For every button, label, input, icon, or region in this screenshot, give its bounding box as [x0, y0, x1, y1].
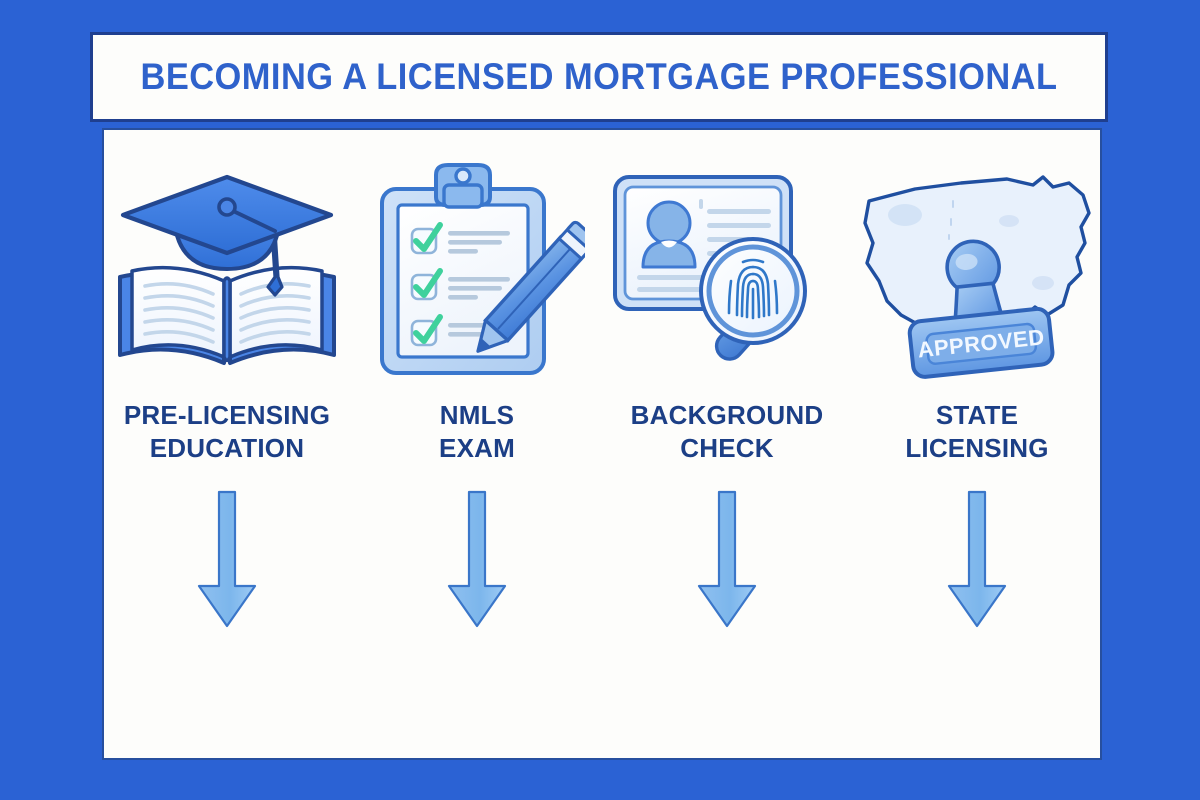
- down-arrow-icon: [445, 488, 509, 633]
- step-label: NMLS EXAM: [439, 400, 515, 464]
- clipboard-checklist-pencil-icon: [357, 160, 597, 385]
- down-arrow-icon: [195, 488, 259, 633]
- step-state-licensing: APPROVED STATE LICENSING: [852, 160, 1102, 633]
- step-background-check: BACKGROUND CHECK: [602, 160, 852, 633]
- step-label: STATE LICENSING: [905, 400, 1049, 464]
- id-card-fingerprint-magnifier-icon: [607, 160, 847, 385]
- step-pre-licensing-education: PRE-LICENSING EDUCATION: [102, 160, 352, 633]
- usa-map-approved-stamp-icon: APPROVED: [857, 160, 1097, 385]
- steps-row: PRE-LICENSING EDUCATION: [102, 160, 1102, 633]
- step-label: PRE-LICENSING EDUCATION: [123, 400, 331, 464]
- title-banner: BECOMING A LICENSED MORTGAGE PROFESSIONA…: [90, 32, 1108, 122]
- step-nmls-exam: NMLS EXAM: [352, 160, 602, 633]
- down-arrow-icon: [945, 488, 1009, 633]
- down-arrow-icon: [695, 488, 759, 633]
- step-label: BACKGROUND CHECK: [630, 400, 824, 464]
- page-title: BECOMING A LICENSED MORTGAGE PROFESSIONA…: [140, 56, 1058, 97]
- graduation-cap-book-icon: [107, 160, 347, 385]
